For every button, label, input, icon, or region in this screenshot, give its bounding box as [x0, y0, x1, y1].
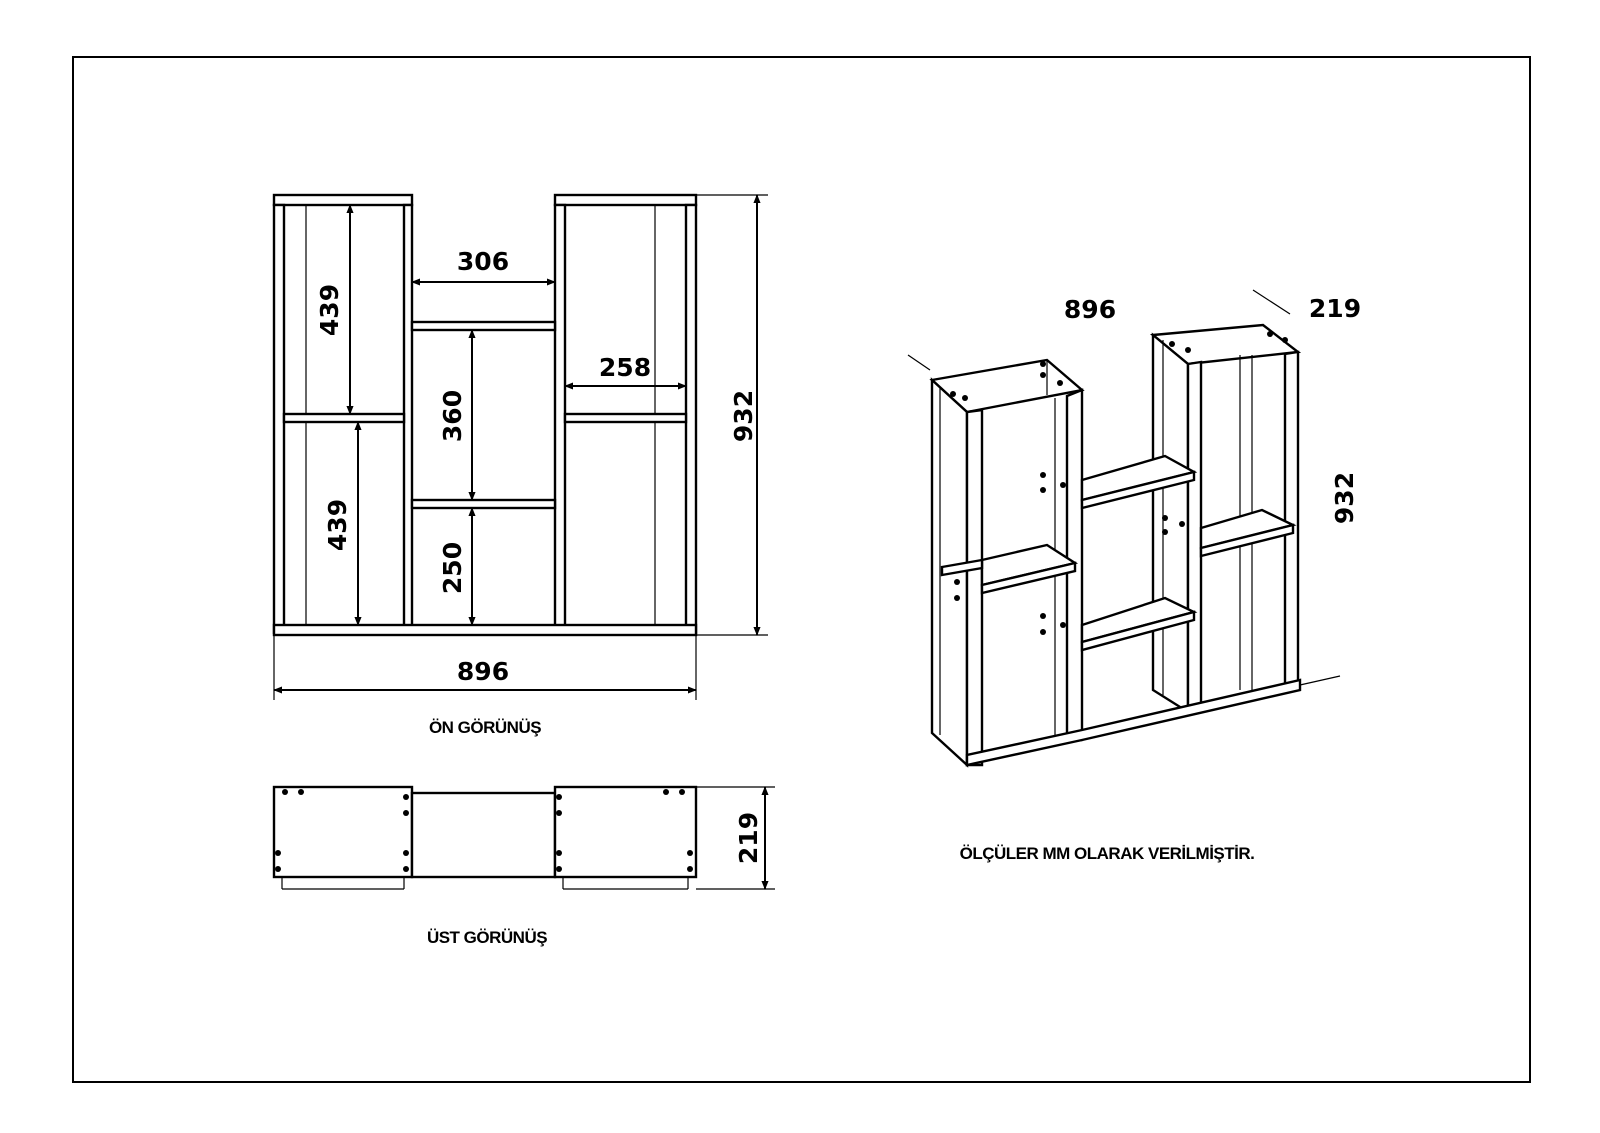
dim-439-lower-label: 439: [323, 499, 352, 551]
iso-dim-219-label: 219: [1309, 294, 1361, 323]
front-view: 306 258 439 439 360 250 932 896 ÖN GÖRÜN…: [272, 193, 768, 737]
dim-439-upper-label: 439: [315, 284, 344, 336]
sheet-border: [72, 56, 1531, 1083]
dim-306-label: 306: [457, 247, 509, 276]
iso-dim-932-label: 932: [1330, 472, 1359, 524]
dim-250-label: 250: [438, 542, 467, 594]
dim-932-label: 932: [729, 390, 758, 442]
dim-219-top-label: 219: [734, 812, 763, 864]
front-view-caption: ÖN GÖRÜNÜŞ: [429, 718, 541, 737]
iso-dim-896-label: 896: [1064, 295, 1116, 324]
top-view-caption: ÜST GÖRÜNÜŞ: [427, 928, 547, 947]
dim-360-label: 360: [438, 390, 467, 442]
dim-896-label: 896: [457, 657, 509, 686]
top-view: 219 ÜST GÖRÜNÜŞ: [272, 785, 775, 947]
units-note: ÖLÇÜLER MM OLARAK VERİLMİŞTİR.: [960, 844, 1255, 863]
dim-258-label: 258: [599, 353, 651, 382]
isometric-view: 896 219 932: [907, 289, 1361, 768]
